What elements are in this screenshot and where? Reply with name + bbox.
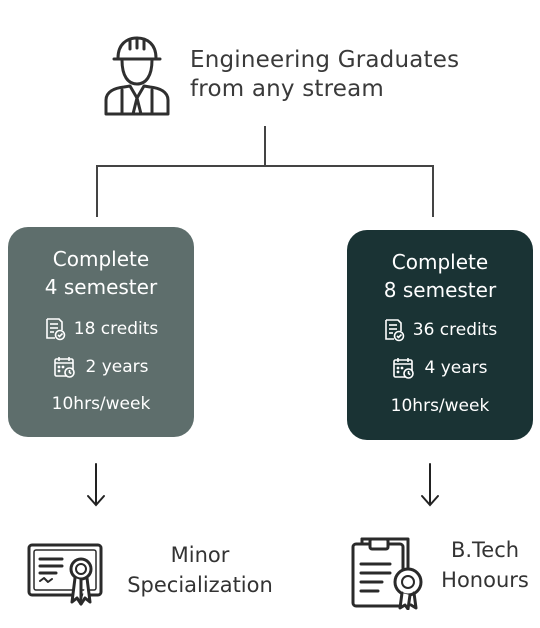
credits-document-icon (384, 319, 405, 342)
header-title: Engineering Graduates from any stream (190, 46, 459, 104)
calendar-clock-icon (54, 357, 76, 378)
credits-label: 36 credits (412, 320, 498, 340)
credits-document-icon (45, 318, 66, 341)
card-title: Complete 4 semester (8, 245, 194, 301)
effort-label: 10hrs/week (51, 394, 151, 414)
connector-right-drop (432, 165, 434, 217)
arrow-down-icon (421, 463, 439, 507)
document-badge-icon (351, 537, 423, 610)
card-title-line2: 8 semester (383, 278, 497, 302)
effort-row: 10hrs/week (347, 396, 533, 416)
path-card-honours: Complete 8 semester 36 credits 4 years (347, 230, 533, 440)
outcome-line2: Honours (441, 568, 529, 592)
outcome-minor-specialization: Minor Specialization (112, 540, 288, 600)
header-title-line2: from any stream (190, 76, 385, 102)
card-title-line2: 4 semester (44, 275, 158, 299)
credits-row: 36 credits (347, 318, 533, 342)
card-title: Complete 8 semester (347, 248, 533, 304)
card-title-line1: Complete (52, 247, 150, 271)
header-title-line1: Engineering Graduates (190, 47, 460, 73)
arrow-down-icon (87, 463, 105, 507)
connector-horizontal (96, 165, 433, 167)
outcome-line1: Minor (170, 543, 230, 567)
credits-label: 18 credits (73, 319, 159, 339)
duration-label: 4 years (424, 358, 488, 378)
calendar-clock-icon (393, 358, 415, 379)
effort-label: 10hrs/week (390, 396, 490, 416)
duration-row: 4 years (347, 356, 533, 380)
outcome-btech-honours: B.Tech Honours (430, 535, 540, 595)
connector-vertical-top (264, 126, 266, 166)
engineer-icon (104, 36, 170, 116)
credits-row: 18 credits (8, 317, 194, 341)
duration-label: 2 years (85, 357, 149, 377)
outcome-line2: Specialization (127, 573, 273, 597)
effort-row: 10hrs/week (8, 394, 194, 414)
connector-left-drop (96, 165, 98, 217)
card-title-line1: Complete (391, 250, 489, 274)
path-card-minor: Complete 4 semester 18 credits 2 years (8, 227, 194, 437)
outcome-line1: B.Tech (450, 538, 520, 562)
certificate-icon (27, 543, 103, 606)
duration-row: 2 years (8, 355, 194, 379)
